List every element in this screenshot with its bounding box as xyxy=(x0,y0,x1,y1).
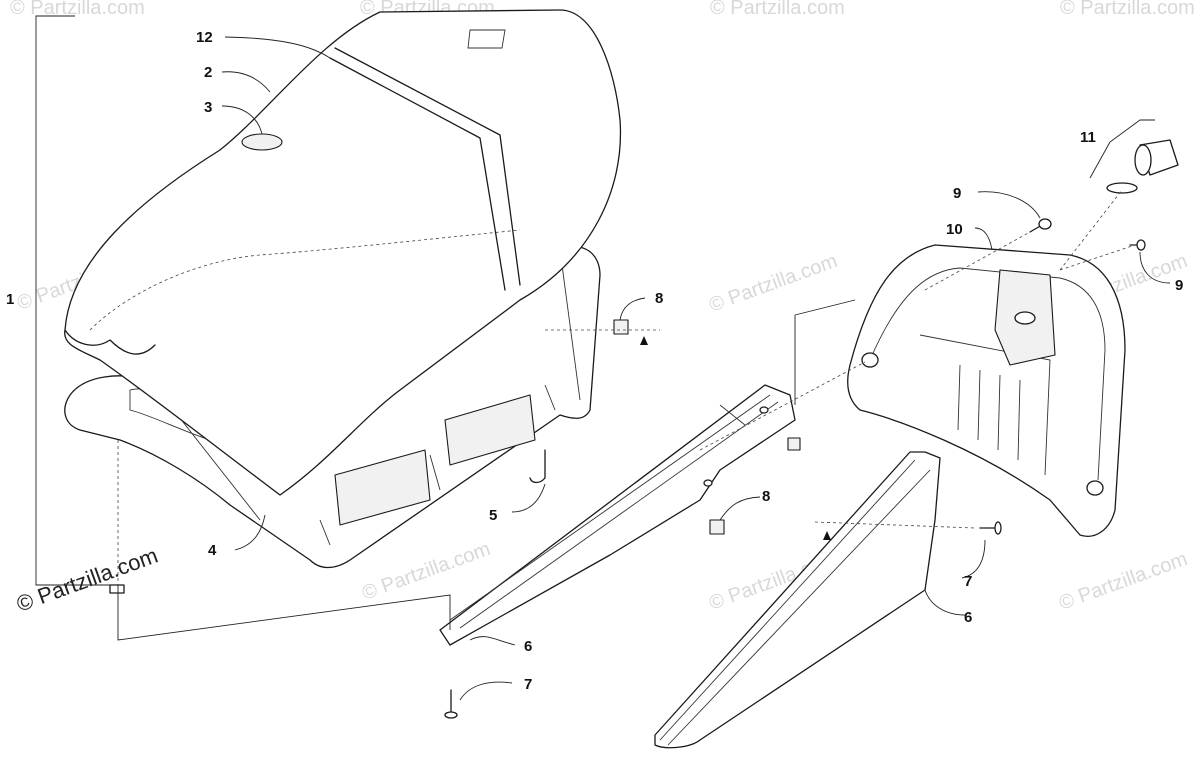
callout-6-left: 6 xyxy=(524,638,532,655)
watermark-text: © Partzilla.com xyxy=(1060,0,1195,19)
callout-9-right: 9 xyxy=(1175,277,1183,294)
callout-8-top: 8 xyxy=(655,290,663,307)
callout-8-bottom: 8 xyxy=(762,488,770,505)
callout-9-top: 9 xyxy=(953,185,961,202)
direction-arrows xyxy=(640,336,831,540)
side-panel-right xyxy=(654,451,941,749)
rear-storage-box xyxy=(847,244,1126,537)
watermark-text: © Partzilla.com xyxy=(10,0,145,19)
callout-7-bottom: 7 xyxy=(524,676,532,693)
watermark-prominent: © Partzilla.com xyxy=(13,543,161,617)
callout-7-right: 7 xyxy=(964,573,972,590)
callout-2: 2 xyxy=(204,64,212,81)
watermark-text: © Partzilla.com xyxy=(1056,548,1190,615)
callout-4: 4 xyxy=(208,542,217,559)
lock-assembly xyxy=(1089,119,1179,194)
callout-leaders xyxy=(221,36,1171,701)
watermark-text: © Partzilla.com xyxy=(359,538,493,605)
watermark-text: © Partzilla.com xyxy=(706,250,840,317)
seat-cover-part xyxy=(64,9,622,569)
callout-5: 5 xyxy=(489,507,497,524)
callout-labels: 1 2 3 4 5 6 6 7 7 8 8 9 9 10 11 12 xyxy=(6,29,1183,693)
callout-12: 12 xyxy=(196,29,213,46)
callout-6-right: 6 xyxy=(964,609,972,626)
callout-11: 11 xyxy=(1080,129,1096,146)
watermark-text: © Partzilla.com xyxy=(710,0,845,19)
side-rail-left xyxy=(439,384,796,646)
part-5-clip xyxy=(529,449,546,484)
callout-1: 1 xyxy=(6,291,14,308)
alignment-lines xyxy=(117,189,1136,641)
bracket-part-1 xyxy=(35,15,110,586)
callout-3: 3 xyxy=(204,99,212,116)
callout-10: 10 xyxy=(946,221,963,238)
fasteners xyxy=(109,218,1146,719)
